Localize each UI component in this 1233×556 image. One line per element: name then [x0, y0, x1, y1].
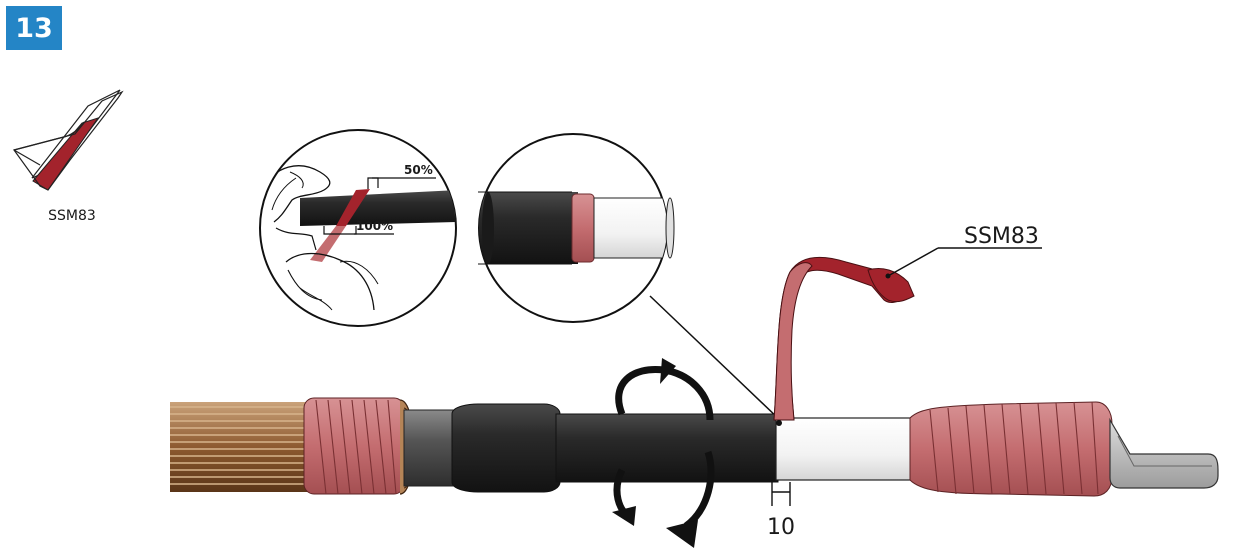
dimension-bracket [771, 482, 791, 506]
rotation-arrow-icon [612, 358, 715, 548]
detail-anchor-dot [776, 420, 782, 426]
detail-circle-tape-edge [478, 133, 675, 323]
copper-strands [170, 402, 320, 492]
tape-roll-icon [13, 89, 124, 191]
step-number-badge: 13 [6, 6, 62, 50]
stretch-label: 100% [356, 219, 393, 233]
detail-circle-wrapping [259, 129, 457, 327]
callout-leader-line [887, 247, 939, 277]
dimension-value: 10 [767, 515, 795, 540]
detail-leader-line [649, 295, 781, 421]
cable-assembly [170, 256, 1219, 497]
tape-icon-label: SSM83 [48, 208, 96, 224]
overlap-label: 50% [404, 163, 433, 177]
callout-label: SSM83 [964, 224, 1039, 249]
